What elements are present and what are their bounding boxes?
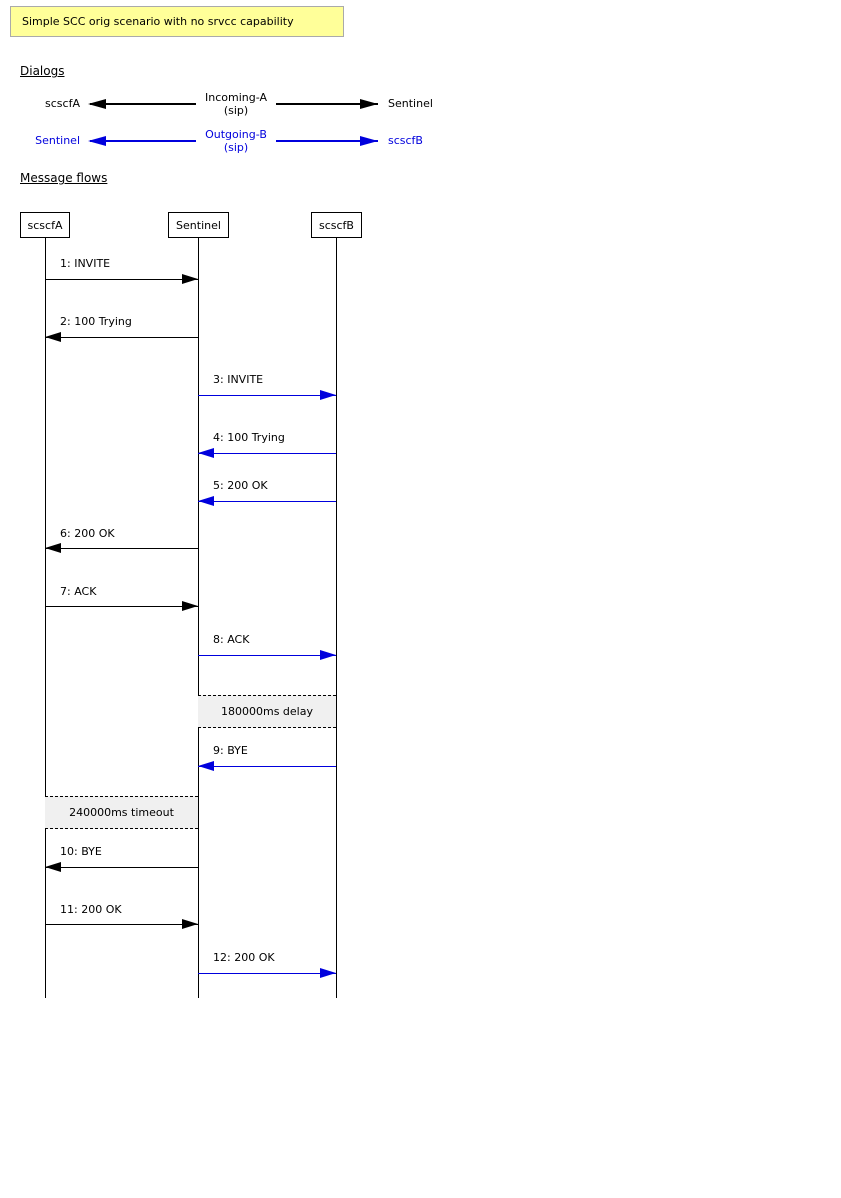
dialog-left-endpoint: Sentinel xyxy=(35,134,80,147)
dialog-name: Incoming-A xyxy=(205,91,267,104)
dialog-line xyxy=(90,140,196,142)
dialog-name: Outgoing-B xyxy=(205,128,267,141)
message-line xyxy=(198,395,336,396)
message-line xyxy=(198,655,336,656)
message-line xyxy=(198,501,336,502)
arrowhead-icon xyxy=(320,650,336,660)
message-label: 2: 100 Trying xyxy=(60,315,132,328)
message-line xyxy=(198,453,336,454)
arrowhead-icon xyxy=(320,968,336,978)
diagram-title: Simple SCC orig scenario with no srvcc c… xyxy=(22,15,294,28)
message-label: 7: ACK xyxy=(60,585,97,598)
message-label: 10: BYE xyxy=(60,845,102,858)
note-label: 180000ms delay xyxy=(221,705,313,718)
participant-box-scscfb: scscfB xyxy=(311,212,362,238)
note-label: 240000ms timeout xyxy=(69,806,174,819)
message-label: 8: ACK xyxy=(213,633,250,646)
message-label: 5: 200 OK xyxy=(213,479,268,492)
dialog-right-endpoint: scscfB xyxy=(388,134,423,147)
participant-label: scscfA xyxy=(27,218,63,232)
dialog-protocol: (sip) xyxy=(223,141,249,154)
lifeline-scscfb xyxy=(336,238,337,998)
note-box-timeout: 240000ms timeout xyxy=(45,796,198,829)
arrowhead-icon xyxy=(198,448,214,458)
dialog-left-endpoint: scscfA xyxy=(45,97,80,110)
participant-box-sentinel: Sentinel xyxy=(168,212,229,238)
dialog-label: Incoming-A (sip) xyxy=(186,91,286,117)
participant-label: scscfB xyxy=(319,218,354,232)
message-label: 12: 200 OK xyxy=(213,951,275,964)
message-label: 3: INVITE xyxy=(213,373,264,386)
dialogs-heading: Dialogs xyxy=(20,64,65,78)
arrowhead-icon xyxy=(182,274,198,284)
arrowhead-icon xyxy=(182,601,198,611)
title-banner: Simple SCC orig scenario with no srvcc c… xyxy=(10,6,344,37)
message-line xyxy=(45,279,198,280)
lifeline-scscfa xyxy=(45,238,46,998)
message-line xyxy=(45,548,198,549)
arrowhead-icon xyxy=(45,862,61,872)
right-arrowhead-icon xyxy=(360,136,378,146)
message-line xyxy=(45,867,198,868)
message-label: 6: 200 OK xyxy=(60,527,115,540)
arrowhead-icon xyxy=(182,919,198,929)
message-label: 1: INVITE xyxy=(60,257,111,270)
message-label: 9: BYE xyxy=(213,744,248,757)
message-label: 11: 200 OK xyxy=(60,903,122,916)
lifeline-sentinel xyxy=(198,238,199,998)
participant-box-scscfa: scscfA xyxy=(20,212,70,238)
dialog-protocol: (sip) xyxy=(223,104,249,117)
dialog-label: Outgoing-B (sip) xyxy=(186,128,286,154)
dialog-line xyxy=(276,140,378,142)
arrowhead-icon xyxy=(198,761,214,771)
dialog-line xyxy=(90,103,196,105)
right-arrowhead-icon xyxy=(360,99,378,109)
message-flows-heading: Message flows xyxy=(20,171,108,185)
message-label: 4: 100 Trying xyxy=(213,431,285,444)
arrowhead-icon xyxy=(198,496,214,506)
message-line xyxy=(198,973,336,974)
arrowhead-icon xyxy=(45,543,61,553)
message-line xyxy=(45,337,198,338)
message-line xyxy=(45,924,198,925)
note-box-delay: 180000ms delay xyxy=(198,695,336,728)
arrowhead-icon xyxy=(45,332,61,342)
message-line xyxy=(198,766,336,767)
participant-label: Sentinel xyxy=(176,218,221,232)
arrowhead-icon xyxy=(320,390,336,400)
dialog-line xyxy=(276,103,378,105)
message-line xyxy=(45,606,198,607)
dialog-right-endpoint: Sentinel xyxy=(388,97,433,110)
